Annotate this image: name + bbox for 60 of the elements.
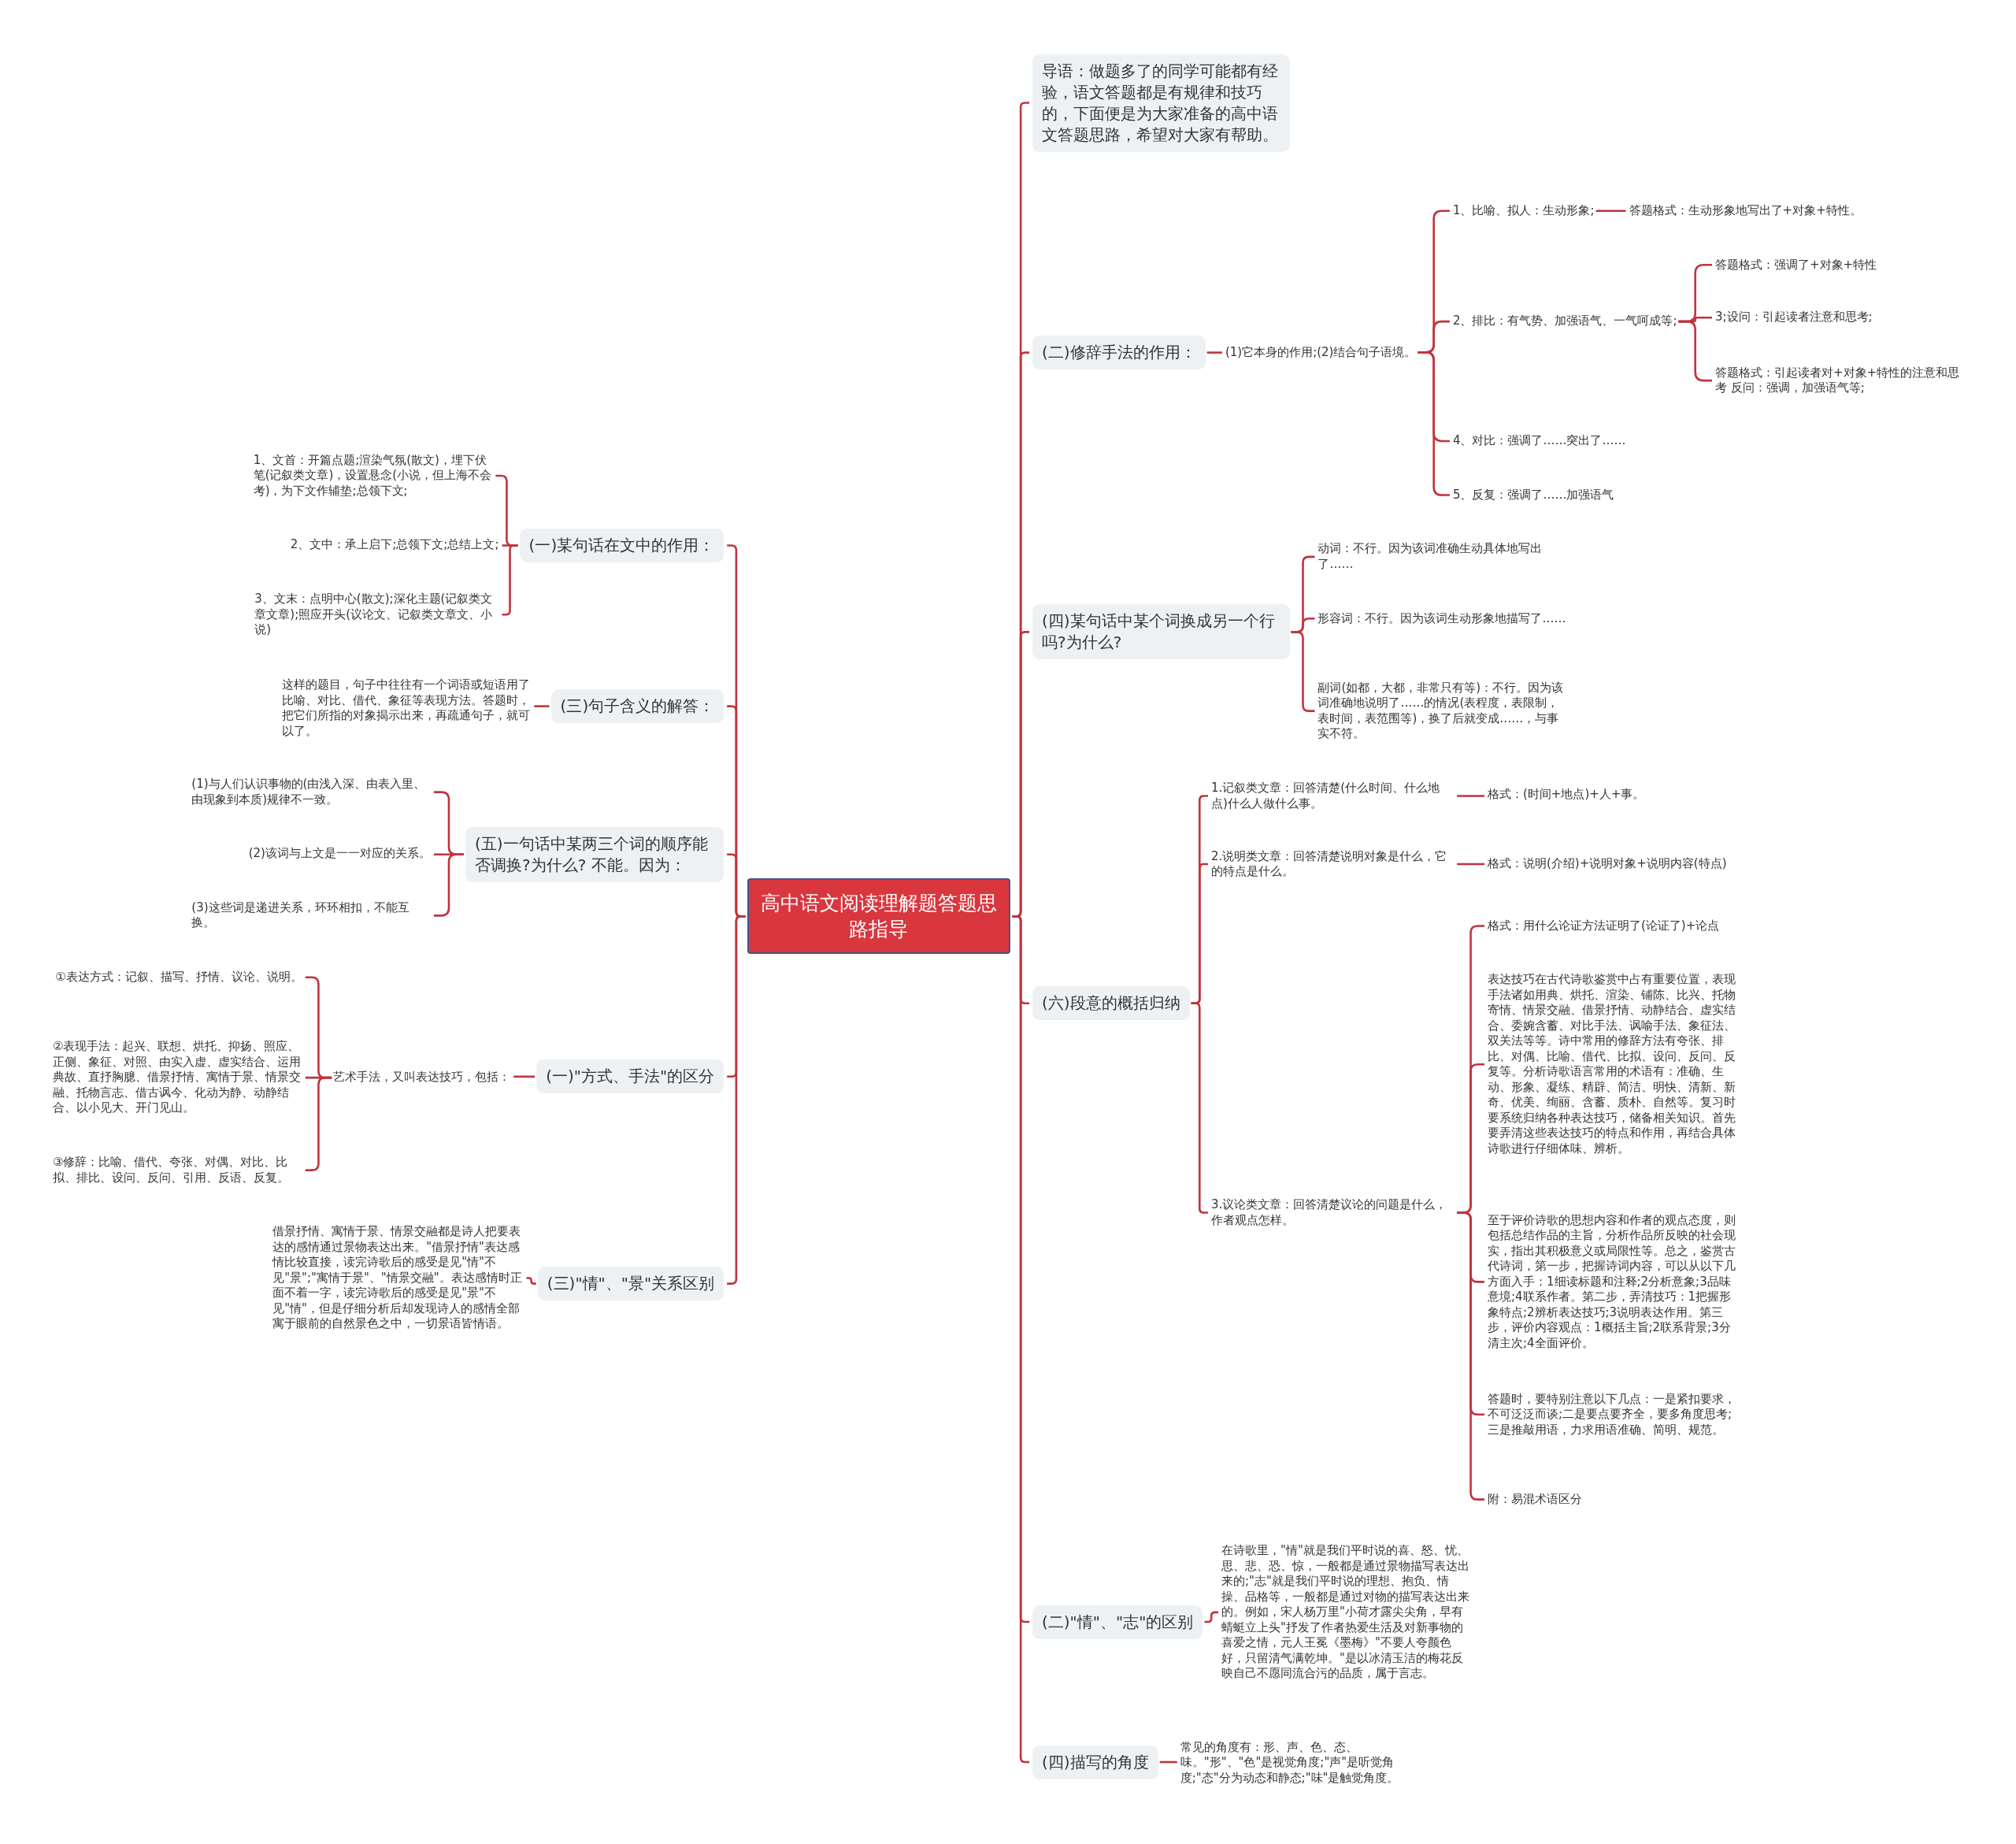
note-text: 动词：不行。因为该词准确生动具体地写出了……: [1317, 541, 1569, 573]
note-text: 1.记叙类文章：回答清楚(什么时间、什么地点)什么人做什么事。: [1210, 781, 1456, 811]
branch-box: (四)描写的角度: [1032, 1745, 1158, 1779]
note-text: 附：易混术语区分: [1487, 1491, 1582, 1508]
note-text: 答题格式：强调了+对象+特性: [1714, 257, 1877, 273]
note-text: 常见的角度有：形、声、色、态、味。"形"、"色"是视觉角度;"声"是听觉角度;"态"分为动态和静态;"味"是触觉角度。: [1180, 1739, 1425, 1786]
note-text: 格式：用什么论证方法证明了(论证了)+论点: [1487, 918, 1720, 934]
root-box: 高中语文阅读理解题答题思路指导: [747, 878, 1011, 955]
branch-box: (二)修辞手法的作用：: [1032, 336, 1206, 370]
note-text: 3.议论类文章：回答清楚议论的问题是什么，作者观点怎样。: [1210, 1197, 1456, 1228]
connector-line: [1159, 1761, 1177, 1764]
connector-line: [1457, 795, 1484, 797]
branch-box: (一)某句话在文中的作用：: [519, 529, 724, 562]
note-text: (3)这些词是递进关系，环环相扣，不能互换。: [191, 900, 431, 931]
branch-box: (六)段意的概括归纳: [1032, 986, 1190, 1021]
note-text: 副词(如都，大都，非常只有等)：不行。因为该词准确地说明了……的情况(表程度，表限制，表时间，表范围等)，换了后就变成……，与事实不符。: [1317, 680, 1569, 742]
note-text: (2)该词与上文是一一对应的关系。: [248, 846, 431, 862]
note-text: 答题格式：生动形象地写出了+对象+特性。: [1629, 202, 1862, 219]
note-text: 格式：说明(介绍)+说明对象+说明内容(特点): [1487, 856, 1727, 872]
note-text: (1)它本身的作用;(2)结合句子语境。: [1225, 344, 1417, 361]
note-text: 1、文首：开篇点题;渲染气氛(散文)，埋下伏笔(记叙类文章)，设置悬念(小说，但上海不会考)，为下文作辅垫;总领下文;: [253, 452, 493, 499]
branch-box: (二)"情"、"志"的区别: [1032, 1605, 1203, 1639]
connector-line: [534, 705, 550, 707]
branch-box: (五)一句话中某两三个词的顺序能否调换?为什么? 不能。因为：: [465, 826, 724, 882]
note-text: 答题格式：引起读者对+对象+特性的注意和思考 反问：强调，加强语气等;: [1714, 365, 1962, 396]
note-text: ③修辞：比喻、借代、夸张、对偶、对比、比拟、排比、设问、反问、引用、反语、反复。: [52, 1155, 302, 1186]
note-text: 形容词：不行。因为该词生动形象地描写了……: [1317, 610, 1566, 626]
branch-box: (四)某句话中某个词换成另一个行吗?为什么?: [1032, 604, 1290, 660]
note-text: 借景抒情、寓情于景、情景交融都是诗人把要表达的感情通过景物表达出来。"借景抒情"表达感情比较直接，读完诗歌后的感受是见"情"不见"景";"寓情于景"、"情景交融"。表达感情时正面不着一字，读完诗歌后的感受是见"景"不见"情"，但是仔细分析后却发现诗人的感情全部寓于眼前的自然景色之中，一切景语皆情语。: [272, 1224, 524, 1332]
connector-line: [1457, 863, 1484, 866]
note-text: ②表现手法：起兴、联想、烘托、抑扬、照应、正侧、象征、对照、由实入虚、虚实结合、运用典故、直抒胸臆、借景抒情、寓情于景、情景交融、托物言志、借古讽今、化动为静、动静结合、以小见大、开门见山。: [52, 1039, 302, 1116]
note-text: 4、对比：强调了……突出了……: [1452, 433, 1626, 449]
connector-line: [1204, 1611, 1218, 1623]
branch-box: 导语：做题多了的同学可能都有经验，语文答题都是有规律和技巧的，下面便是为大家准备的高中语文答题思路，希望对大家有帮助。: [1032, 54, 1290, 152]
connector-line: [502, 544, 518, 616]
note-text: 格式：(时间+地点)+人+事。: [1487, 787, 1645, 803]
note-text: 2.说明类文章：回答清楚说明对象是什么，它的特点是什么。: [1210, 848, 1456, 880]
note-text: 2、排比：有气势、加强语气、一气呵成等;: [1452, 314, 1677, 329]
note-text: 5、反复：强调了……加强语气: [1452, 487, 1614, 503]
note-text: 1、比喻、拟人：生动形象;: [1452, 202, 1595, 219]
note-text: 3;设问：引起读者注意和思考;: [1714, 310, 1873, 325]
note-text: 艺术手法，又叫表达技巧，包括：: [333, 1070, 511, 1085]
note-text: 这样的题目，句子中往往有一个词语或短语用了比喻、对比、借代、象征等表现方法。答题时，把它们所指的对象揭示出来，再疏通句子，就可以了。: [281, 677, 532, 740]
connector-line: [513, 1075, 536, 1078]
note-text: 至于评价诗歌的思想内容和作者的观点态度，则包括总结作品的主旨，分析作品所反映的社会现实，指出其积极意义或局限性等。总之，鉴赏古代诗词，第一步，把握诗词内容，可以从以下几方面入手：1细读标题和注释;2分析意象;3品味意境;4联系作者。第二步，弄清技巧：1把握形象特点;2辨析表达技巧;3说明表达作用。第三步，评价内容观点：1概括主旨;2联系背景;3分清主次;4全面评价。: [1487, 1212, 1739, 1352]
note-text: 3、文末：点明中心(散文);深化主题(记叙类文章文章);照应开头(议论文、记叙类文章文、小说): [254, 592, 499, 638]
note-text: (1)与人们认识事物的(由浅入深、由表入里、由现象到本质)规律不一致。: [191, 777, 431, 808]
note-text: 表达技巧在古代诗歌鉴赏中占有重要位置，表现手法诸如用典、烘托、渲染、铺陈、比兴、托物寄情、情景交融、借景抒情、动静结合、虚实结合、委婉含蓄、对比手法、讽喻手法、象征法、双关法等等。诗中常用的修辞方法有夸张、排比、对偶、比喻、借代、比拟、设问、反问、反复等。分析诗歌语言常用的术语有：准确、生动、形象、凝练、精辟、简洁、明快、清新、新奇、优美、绚丽、含蓄、质朴、自然等。复习时要系统归纳各种表达技巧，储备相关知识。首先要弄清这些表达技巧的特点和作用，再结合具体诗歌进行仔细体味、辨析。: [1487, 972, 1739, 1157]
connector-line: [1595, 210, 1626, 212]
branch-box: (三)"情"、"景"关系区别: [537, 1267, 724, 1301]
connector-line: [1011, 915, 1030, 1764]
branch-box: (一)"方式、手法"的区分: [536, 1059, 724, 1094]
note-text: 答题时，要特别注意以下几点：一是紧扣要求，不可泛泛而谈;二是要点要齐全，要多角度思考;三是推敲用语，力求用语准确、简明、规范。: [1487, 1391, 1739, 1438]
connector-line: [1191, 1002, 1208, 1214]
branch-box: (三)句子含义的解答：: [550, 689, 724, 724]
connector-line: [1206, 351, 1222, 354]
connector-line: [526, 1277, 536, 1285]
note-text: ①表达方式：记叙、描写、抒情、议论、说明。: [55, 970, 302, 985]
note-text: 在诗歌里，"情"就是我们平时说的喜、怒、忧、思、悲、恐、惊，一般都是通过景物描写表达出来的;"志"就是我们平时说的理想、抱负、情操、品格等，一般都是通过对物的描写表达出来的。例如，宋人杨万里"小荷才露尖尖角，早有蜻蜓立上头"抒发了作者热爱生活及对新事物的喜爱之情，元人王冕《墨梅》"不要人夸颜色好，只留清气满乾坤。"是以冰清玉洁的梅花反映自己不愿同流合污的品质，属于言志。: [1221, 1543, 1473, 1682]
note-text: 2、文中：承上启下;总领下文;总结上文;: [290, 537, 499, 553]
